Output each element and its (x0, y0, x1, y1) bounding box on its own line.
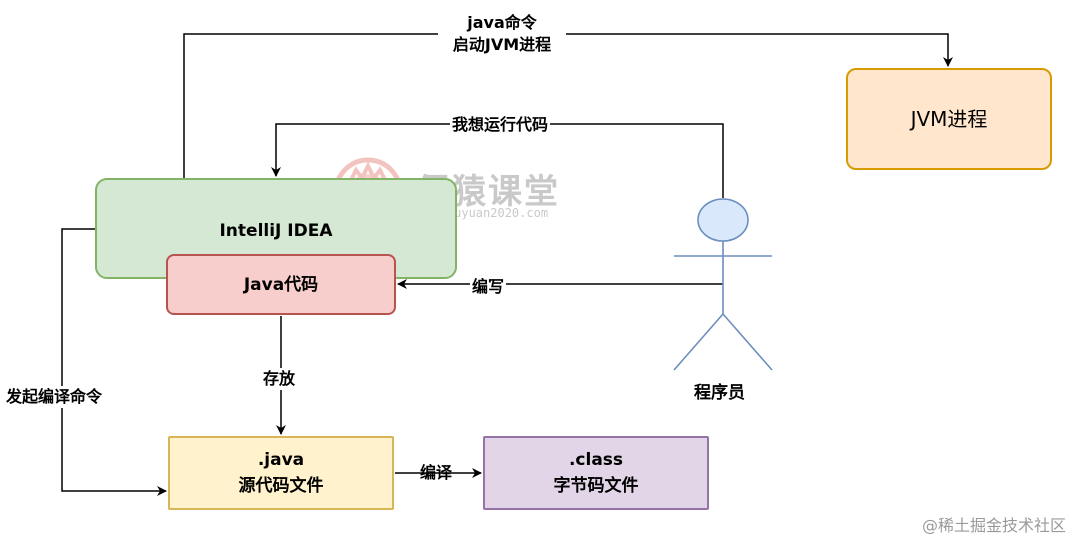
programmer-figure (673, 198, 773, 371)
java-source-file-node: .java 源代码文件 (168, 436, 394, 510)
write-label: 编写 (470, 276, 507, 298)
want-run-label: 我想运行代码 (450, 114, 551, 136)
class-desc-label: 字节码文件 (553, 476, 639, 496)
edge-issue-compile (61, 228, 167, 496)
java-command-label: java命令 启动JVM进程 (438, 12, 566, 56)
java-source-desc-label: 源代码文件 (238, 476, 324, 496)
programmer-head (697, 198, 749, 242)
programmer-right-leg (722, 313, 773, 371)
store-label: 存放 (261, 368, 298, 390)
class-file-node: .class 字节码文件 (483, 436, 709, 510)
compile-label: 编译 (420, 463, 453, 482)
edge-java-command (183, 33, 953, 178)
class-ext-label: .class (568, 450, 624, 470)
intellij-idea-node: IntelliJ IDEA (95, 178, 457, 279)
jvm-process-node: JVM进程 (846, 68, 1052, 170)
java-source-ext-label: .java (257, 450, 305, 470)
jvm-process-label: JVM进程 (910, 107, 988, 131)
java-code-label: Java代码 (243, 274, 319, 295)
programmer-label: 程序员 (694, 383, 745, 403)
issue-compile-label: 发起编译命令 (4, 386, 105, 408)
java-code-node: Java代码 (166, 254, 396, 315)
java-command-line1: java命令 (467, 13, 537, 32)
intellij-idea-label: IntelliJ IDEA (219, 221, 333, 241)
java-command-line2: 启动JVM进程 (452, 35, 552, 54)
footer-credit: @稀土掘金技术社区 (921, 516, 1066, 535)
programmer-left-leg (673, 313, 724, 371)
